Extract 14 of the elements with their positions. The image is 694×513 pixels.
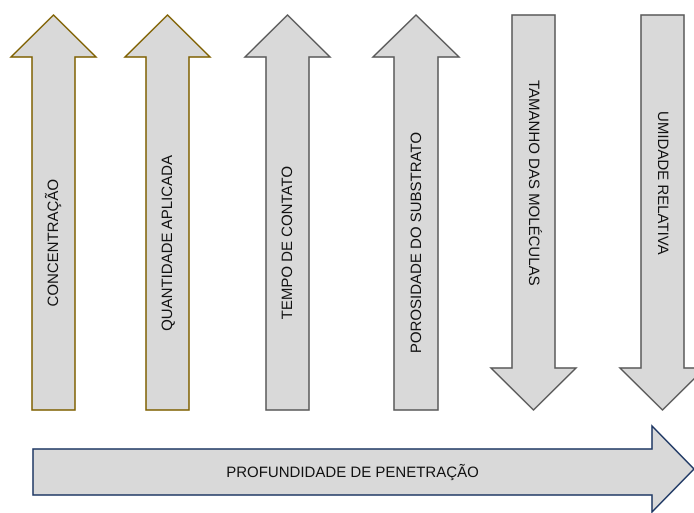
panel-label: PROFUNDIDADE DE PENETRAÇÃO <box>226 464 479 480</box>
panel-label: TAMANHO DAS MOLÉCULAS <box>526 80 541 286</box>
pointer-panel <box>245 15 330 410</box>
panel-label: CONCENTRAÇÃO <box>46 178 61 306</box>
panel-label: UMIDADE RELATIVA <box>655 110 670 254</box>
pointer-panel <box>373 15 459 410</box>
pointer-panel <box>33 426 694 512</box>
pointer-panel <box>11 15 96 410</box>
pointer-panel <box>620 15 694 410</box>
pointer-panel <box>491 15 576 410</box>
panel-label: POROSIDADE DO SUBSTRATO <box>408 132 424 354</box>
panel-label: QUANTIDADE APLICADA <box>160 154 175 330</box>
pointer-panel <box>125 15 210 410</box>
panel-label: TEMPO DE CONTATO <box>280 166 295 320</box>
